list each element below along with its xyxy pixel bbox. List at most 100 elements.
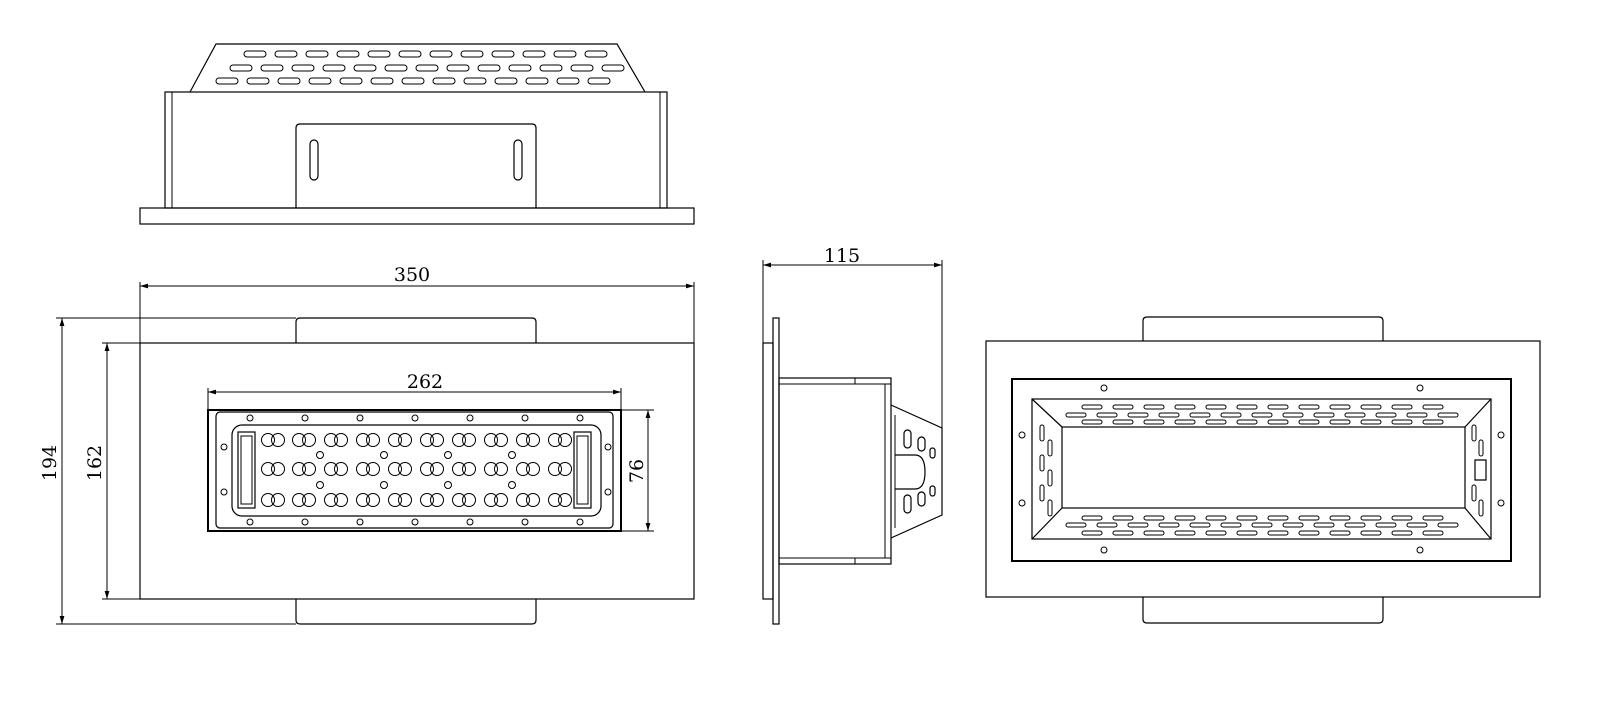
vent-slot — [1127, 412, 1149, 418]
vent-slot — [1174, 419, 1196, 425]
led-lens — [334, 462, 348, 476]
led-lens — [548, 462, 562, 476]
small-hole — [316, 481, 324, 489]
mounting-hole — [246, 518, 254, 526]
led-lens — [366, 433, 380, 447]
vent-slot — [1081, 419, 1103, 425]
vent-slot — [1329, 530, 1351, 536]
led-lens — [366, 493, 380, 507]
dim-depth: 115 — [824, 245, 860, 267]
led-lens — [271, 462, 285, 476]
vent-slot — [460, 50, 484, 58]
vent-slot — [1344, 522, 1366, 528]
vent-slot — [1422, 404, 1444, 410]
dim-plate-height: 162 — [84, 445, 106, 481]
vent-slot — [336, 50, 360, 58]
led-lens — [526, 462, 540, 476]
mounting-hole — [521, 518, 529, 526]
vent-slot — [1065, 522, 1087, 528]
mounting-hole — [576, 414, 584, 422]
vent-slot — [1205, 419, 1227, 425]
led-lens — [526, 493, 540, 507]
vent-slot — [1220, 412, 1242, 418]
vent-slot — [1143, 530, 1165, 536]
vent-slot — [463, 77, 487, 85]
led-lens — [302, 493, 316, 507]
vent-slot — [477, 64, 501, 72]
small-hole — [508, 451, 516, 459]
led-lens — [302, 462, 316, 476]
vent-slot — [1205, 530, 1227, 536]
vent-slot — [508, 64, 532, 72]
vent-slot — [601, 64, 625, 72]
vent-slot — [1267, 419, 1289, 425]
vent-slot — [291, 64, 315, 72]
led-lens — [271, 433, 285, 447]
led-lens — [430, 493, 444, 507]
vent-slot — [1478, 439, 1484, 457]
vent-slot — [1391, 515, 1413, 521]
vent-slot — [1081, 530, 1103, 536]
vent-slot — [1344, 412, 1366, 418]
vent-slot — [446, 64, 470, 72]
vent-slot — [1174, 515, 1196, 521]
led-lens — [261, 433, 275, 447]
led-lens — [558, 493, 572, 507]
vent-slot — [1158, 412, 1180, 418]
dim-overall-length: 350 — [394, 264, 430, 286]
led-lens — [388, 493, 402, 507]
vent-slot — [587, 77, 611, 85]
led-lens — [261, 462, 275, 476]
small-hole — [316, 451, 324, 459]
vent-slot — [539, 64, 563, 72]
vent-slot — [429, 50, 453, 58]
led-lens — [516, 433, 530, 447]
led-lens — [558, 433, 572, 447]
led-lens — [356, 462, 370, 476]
dim-module-height: 76 — [626, 459, 648, 483]
vent-slot — [1391, 404, 1413, 410]
vent-slot — [1189, 522, 1211, 528]
mounting-hole — [411, 414, 419, 422]
vent-slot — [1065, 412, 1087, 418]
led-lens — [462, 433, 476, 447]
vent-slot — [1298, 530, 1320, 536]
vent-slot — [1039, 454, 1045, 472]
vent-slot — [1158, 522, 1180, 528]
side-view: 115 — [762, 245, 943, 625]
mounting-hole — [1018, 499, 1026, 507]
led-lens — [452, 493, 466, 507]
vent-slot — [1422, 530, 1444, 536]
led-lens — [302, 433, 316, 447]
mounting-hole — [301, 414, 309, 422]
led-lens — [292, 462, 306, 476]
vent-slot — [277, 77, 301, 85]
vent-slot — [1313, 522, 1335, 528]
led-lens — [324, 493, 338, 507]
top-view — [139, 43, 695, 225]
vent-slot — [1205, 404, 1227, 410]
vent-slot — [1329, 419, 1351, 425]
mounting-hole — [604, 488, 612, 496]
led-lens — [494, 493, 508, 507]
vent-slot — [1360, 404, 1382, 410]
vent-slot — [1391, 419, 1413, 425]
vent-slot — [229, 64, 253, 72]
led-lens — [548, 493, 562, 507]
vent-slot — [1143, 404, 1165, 410]
vent-slot — [398, 50, 422, 58]
vent-slot — [522, 50, 546, 58]
led-lens — [462, 462, 476, 476]
mounting-hole — [466, 414, 474, 422]
vent-slot — [494, 77, 518, 85]
led-lens — [420, 493, 434, 507]
vent-slot — [1205, 515, 1227, 521]
led-lens — [420, 433, 434, 447]
vent-slot — [215, 77, 239, 85]
mounting-hole — [220, 443, 228, 451]
mounting-hole — [1100, 546, 1108, 554]
vent-slot — [1251, 412, 1273, 418]
led-lens — [558, 462, 572, 476]
vent-slot — [1174, 530, 1196, 536]
